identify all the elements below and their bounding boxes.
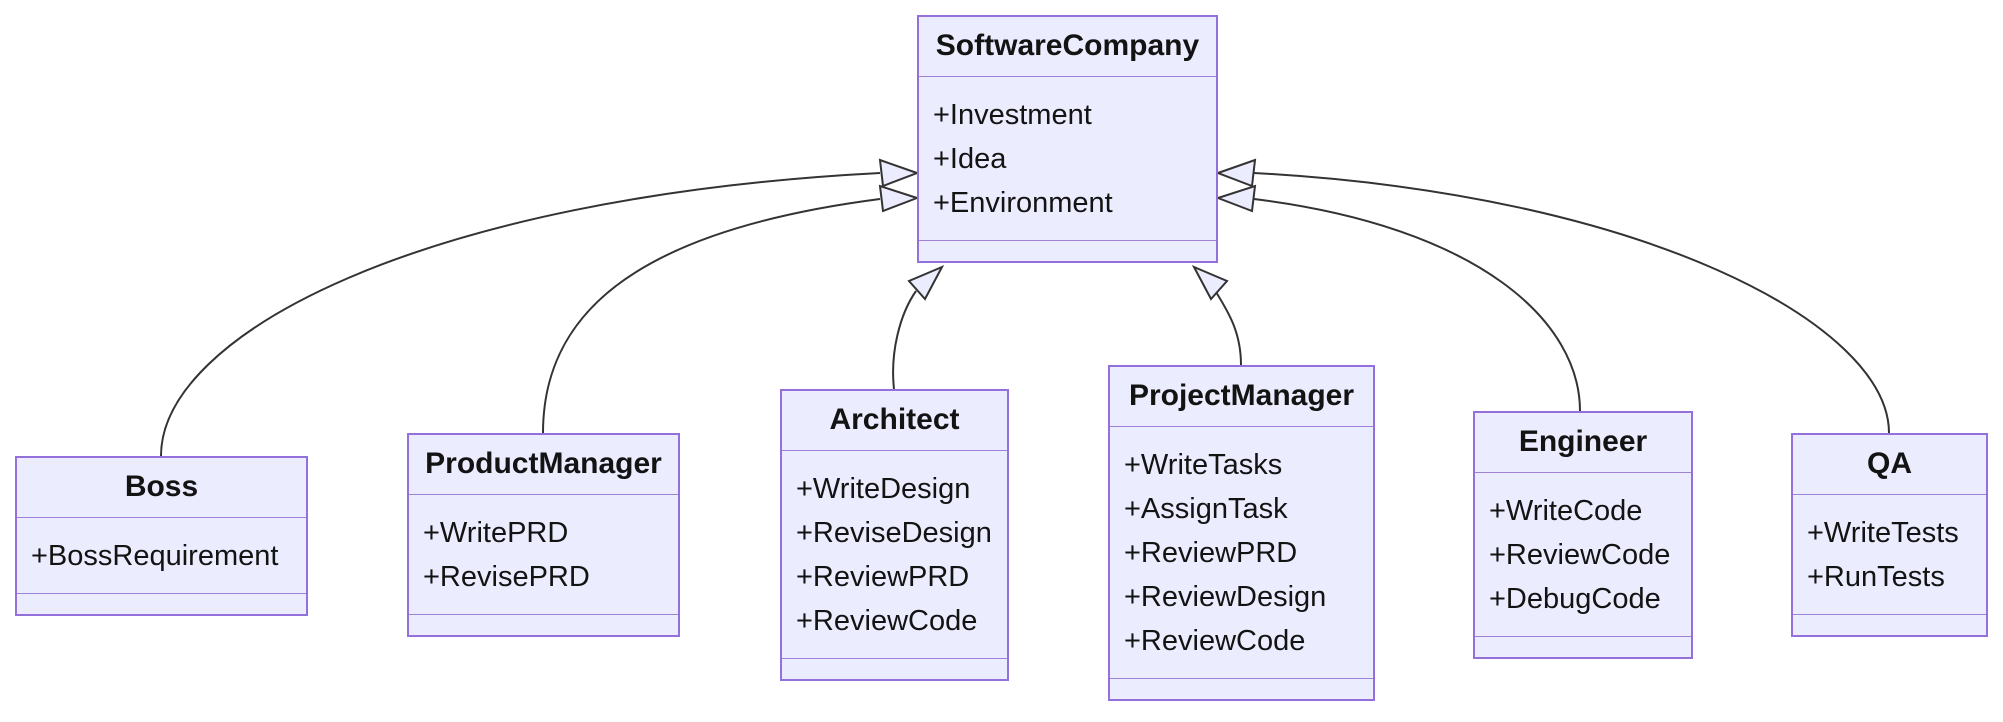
class-methods-empty [1475,636,1691,657]
class-name: Engineer [1475,413,1691,473]
class-box-softwarecompany: SoftwareCompany +Investment +Idea +Envir… [917,15,1218,263]
class-box-qa: QA +WriteTests +RunTests [1791,433,1988,637]
class-box-projectmanager: ProjectManager +WriteTasks +AssignTask +… [1108,365,1375,701]
class-name: Boss [17,458,306,518]
class-name: QA [1793,435,1986,495]
class-member: +ReviewPRD [1124,537,1298,569]
inheritance-arrowhead-projectmanager [1191,264,1229,301]
inheritance-arrowhead-productmanager [878,184,921,213]
class-members: +WritePRD +RevisePRD [409,495,678,614]
class-methods-empty [1110,678,1373,699]
class-member: +WriteCode [1489,495,1643,527]
class-name: ProjectManager [1110,367,1373,427]
class-member: +ReviseDesign [796,517,992,549]
edge-projectmanager-to-softwarecompany [1215,291,1242,366]
class-name: Architect [782,391,1007,451]
class-members: +WriteTasks +AssignTask +ReviewPRD +Revi… [1110,427,1373,678]
class-name: ProductManager [409,435,678,495]
class-members: +WriteTests +RunTests [1793,495,1986,614]
class-member: +Investment [933,99,1092,131]
class-methods-empty [782,658,1007,679]
class-box-productmanager: ProductManager +WritePRD +RevisePRD [407,433,680,637]
class-member: +WriteDesign [796,473,971,505]
class-member: +WriteTests [1807,517,1959,549]
class-box-engineer: Engineer +WriteCode +ReviewCode +DebugCo… [1473,411,1693,659]
edge-engineer-to-softwarecompany [1253,198,1581,412]
class-member: +Idea [933,143,1007,175]
class-members: +BossRequirement [17,518,306,593]
class-member: +AssignTask [1124,493,1288,525]
class-member: +RevisePRD [423,561,590,593]
edge-qa-to-softwarecompany [1253,172,1890,434]
class-methods-empty [409,614,678,635]
class-member: +ReviewDesign [1124,581,1327,613]
class-member: +ReviewCode [1124,625,1306,657]
class-member: +BossRequirement [31,540,279,572]
class-methods-empty [1793,614,1986,635]
class-member: +ReviewPRD [796,561,970,593]
class-members: +Investment +Idea +Environment [919,77,1216,240]
class-member: +RunTests [1807,561,1945,593]
class-member: +Environment [933,187,1113,219]
inheritance-arrowhead-engineer [1214,184,1257,213]
class-member: +DebugCode [1489,583,1661,615]
class-methods-empty [919,240,1216,261]
edge-architect-to-softwarecompany [892,290,917,390]
edge-productmanager-to-softwarecompany [542,198,881,434]
class-member: +WritePRD [423,517,569,549]
class-member: +WriteTasks [1124,449,1283,481]
class-box-boss: Boss +BossRequirement [15,456,308,616]
class-member: +ReviewCode [796,605,978,637]
inheritance-arrowhead-architect [907,264,945,301]
class-members: +WriteDesign +ReviseDesign +ReviewPRD +R… [782,451,1007,658]
class-members: +WriteCode +ReviewCode +DebugCode [1475,473,1691,636]
class-member: +ReviewCode [1489,539,1671,571]
inheritance-arrowhead-qa [1215,158,1257,188]
inheritance-arrowhead-boss [878,158,920,188]
class-name: SoftwareCompany [919,17,1216,77]
class-box-architect: Architect +WriteDesign +ReviseDesign +Re… [780,389,1009,681]
class-methods-empty [17,593,306,614]
edge-boss-to-softwarecompany [160,172,881,457]
